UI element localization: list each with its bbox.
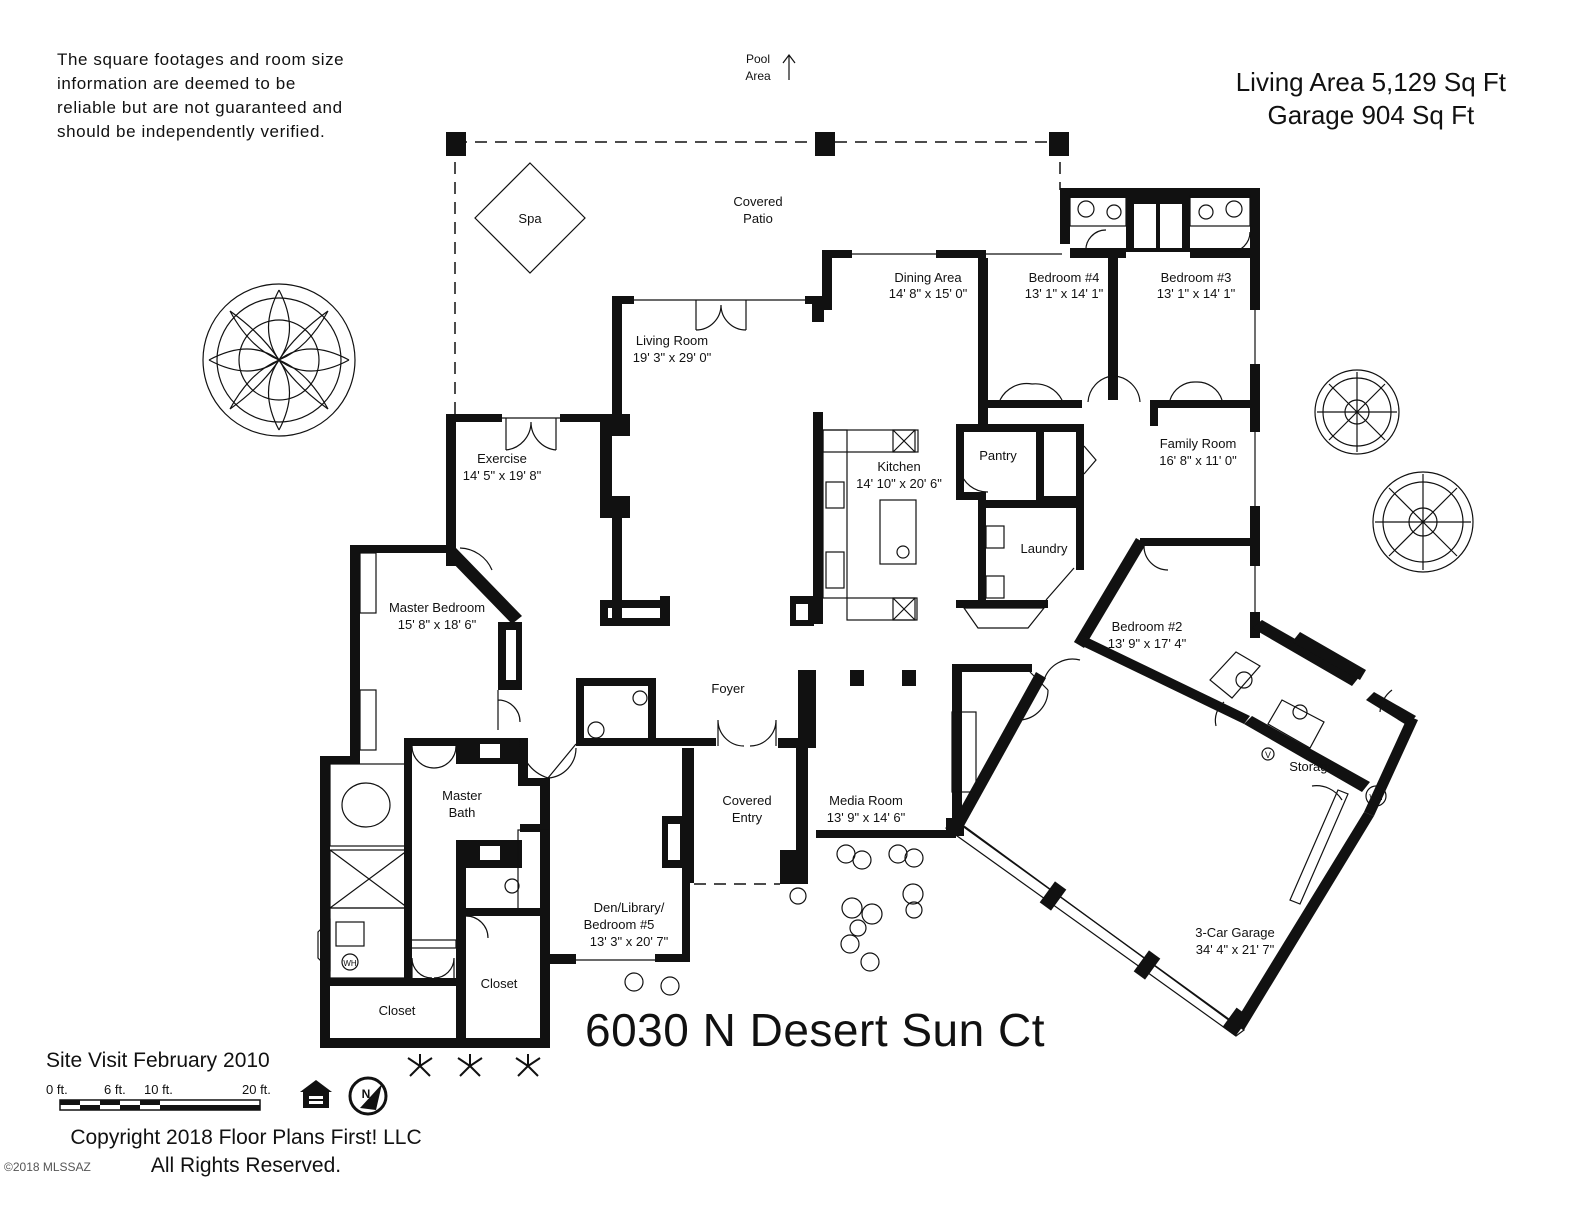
scale-tick-label: 10 ft. — [144, 1082, 173, 1097]
bedroom4-label: Bedroom #4 — [1029, 270, 1100, 285]
disclaimer-line: information are deemed to be — [57, 74, 296, 93]
media-room-label: Media Room — [829, 793, 903, 808]
bedroom3-label: Bedroom #3 — [1161, 270, 1232, 285]
laundry-label: Laundry — [1021, 541, 1068, 556]
covered-entry-label: Covered — [722, 793, 771, 808]
covered-patio-label: Covered — [733, 194, 782, 209]
closet-label: Closet — [379, 1003, 416, 1018]
kitchen-size: 14' 10" x 20' 6" — [856, 476, 942, 491]
scale-tick-label: 0 ft. — [46, 1082, 68, 1097]
garage-label: 3-Car Garage — [1195, 925, 1274, 940]
living-room-label: Living Room — [636, 333, 708, 348]
room-labels: Dining Area 14' 8" x 15' 0" Bedroom #4 1… — [379, 270, 1335, 1018]
master-bedroom-size: 15' 8" x 18' 6" — [398, 617, 477, 632]
north-arrow-pool-icon — [782, 54, 796, 80]
pantry-label: Pantry — [979, 448, 1017, 463]
tree-icon — [1372, 471, 1474, 573]
site-visit-text: Site Visit February 2010 — [46, 1049, 270, 1072]
closet-label: Closet — [481, 976, 518, 991]
svg-text:N: N — [362, 1087, 371, 1101]
living-area-text: Living Area 5,129 Sq Ft — [1235, 67, 1506, 97]
disclaimer-line: should be independently verified. — [57, 122, 326, 141]
covered-patio-label: Patio — [743, 211, 773, 226]
equal-housing-icon — [300, 1080, 332, 1108]
compass-icon: N — [348, 1076, 388, 1116]
bedroom4-size: 13' 1" x 14' 1" — [1025, 286, 1104, 301]
walls: WH — [317, 188, 1418, 1048]
media-room-size: 13' 9" x 14' 6" — [827, 810, 906, 825]
den-size: 13' 3" x 20' 7" — [590, 934, 669, 949]
master-bath-label: Master — [442, 788, 482, 803]
patio-outline — [446, 132, 1069, 415]
exercise-size: 14' 5" x 19' 8" — [463, 468, 542, 483]
shrub-icon — [624, 844, 924, 996]
scale-tick-label: 6 ft. — [104, 1082, 126, 1097]
master-bath-label: Bath — [449, 805, 476, 820]
storage-label: Storage — [1289, 759, 1335, 774]
den-label: Bedroom #5 — [584, 917, 655, 932]
scale-tick-label: 20 ft. — [242, 1082, 271, 1097]
property-address: 6030 N Desert Sun Ct — [585, 1004, 1046, 1056]
foyer-label: Foyer — [711, 681, 745, 696]
den-label: Den/Library/ — [594, 900, 665, 915]
disclaimer-line: reliable but are not guaranteed and — [57, 98, 343, 117]
spa-label: Spa — [518, 211, 542, 226]
mls-watermark: ©2018 MLSSAZ — [4, 1160, 91, 1174]
area-summary: Living Area 5,129 Sq Ft Garage 904 Sq Ft — [1236, 66, 1506, 132]
copyright-line: All Rights Reserved. — [150, 1154, 342, 1177]
exercise-label: Exercise — [477, 451, 527, 466]
valve-label: V — [1265, 750, 1271, 760]
copyright-line: Copyright 2018 Floor Plans First! LLC — [70, 1126, 422, 1149]
pool-label: Pool — [746, 52, 770, 66]
bedroom3-size: 13' 1" x 14' 1" — [1157, 286, 1236, 301]
water-heater-label: WH — [343, 959, 357, 968]
spa: Spa — [474, 162, 586, 274]
covered-entry-label: Entry — [732, 810, 763, 825]
tree-icon — [202, 283, 356, 437]
living-room-size: 19' 3" x 29' 0" — [633, 350, 712, 365]
disclaimer-line: The square footages and room size — [57, 50, 345, 69]
bedroom2-label: Bedroom #2 — [1112, 619, 1183, 634]
family-room-size: 16' 8" x 11' 0" — [1159, 453, 1237, 468]
dining-size: 14' 8" x 15' 0" — [889, 286, 968, 301]
tree-icon — [1314, 369, 1400, 455]
disclaimer-text: The square footages and room size inform… — [57, 48, 377, 144]
copyright-text: Copyright 2018 Floor Plans First! LLC Al… — [46, 1124, 446, 1180]
garage-size: 34' 4" x 21' 7" — [1196, 942, 1275, 957]
scale-bar: 0 ft. 6 ft. 10 ft. 20 ft. — [46, 1082, 271, 1111]
master-bedroom-label: Master Bedroom — [389, 600, 485, 615]
dining-label: Dining Area — [894, 270, 962, 285]
kitchen-label: Kitchen — [877, 459, 920, 474]
bedroom2-size: 13' 9" x 17' 4" — [1108, 636, 1187, 651]
garage-area-text: Garage 904 Sq Ft — [1267, 100, 1475, 130]
family-room-label: Family Room — [1160, 436, 1237, 451]
palm-icon — [407, 1054, 541, 1077]
pool-label: Area — [745, 69, 771, 83]
